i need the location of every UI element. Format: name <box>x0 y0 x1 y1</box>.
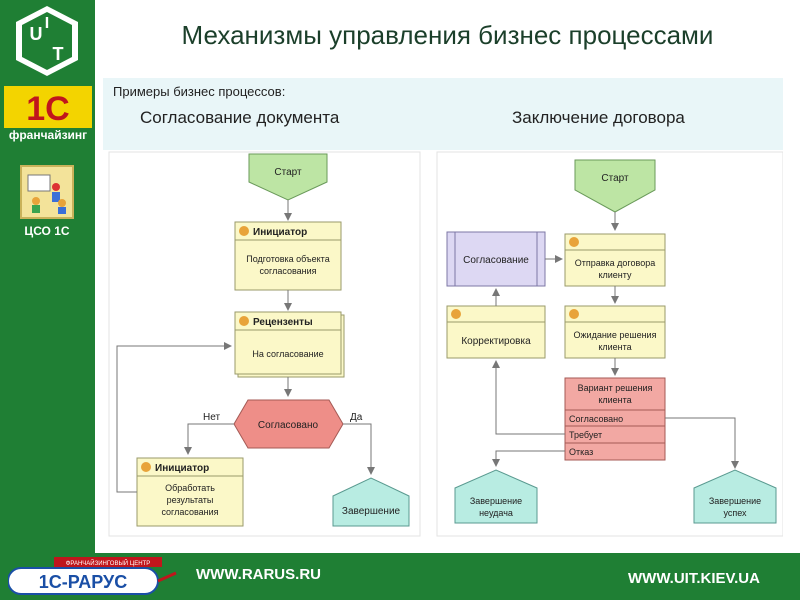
rarus-url-link[interactable]: WWW.RARUS.RU <box>196 566 321 583</box>
option-refusal: Отказ <box>569 447 593 457</box>
svg-text:Отправка договора: Отправка договора <box>575 258 655 268</box>
left-end-node[interactable]: Завершение <box>332 477 410 527</box>
right-diagram-title: Заключение договора <box>512 108 685 127</box>
right-approval-subprocess[interactable]: Согласование <box>446 231 546 287</box>
svg-text:клиента: клиента <box>598 395 631 405</box>
logo-1c: 1С <box>4 86 92 128</box>
svg-text:Инициатор: Инициатор <box>253 227 307 238</box>
option-approved: Согласовано <box>569 414 623 424</box>
svg-text:ФРАНЧАЙЗИНГОВЫЙ ЦЕНТР: ФРАНЧАЙЗИНГОВЫЙ ЦЕНТР <box>66 559 150 567</box>
decision-yes-label: Да <box>350 412 363 423</box>
svg-text:Рецензенты: Рецензенты <box>253 317 313 328</box>
classroom-icon <box>20 165 74 219</box>
user-icon <box>239 226 249 236</box>
svg-text:Завершение: Завершение <box>470 496 522 506</box>
left-initiator-result-task[interactable]: Инициатор Обработать результаты согласов… <box>136 457 244 527</box>
svg-text:Согласовано: Согласовано <box>258 420 319 431</box>
left-start-node[interactable]: Старт <box>248 153 328 201</box>
right-variant-choice[interactable]: Вариант решения клиента Согласовано Треб… <box>564 377 666 461</box>
option-requires: Требует <box>569 430 602 440</box>
right-wait-task[interactable]: Ожидание решения клиента <box>564 305 666 359</box>
uit-url-link[interactable]: WWW.UIT.KIEV.UA <box>628 570 760 587</box>
uit-letter-t: T <box>53 44 64 64</box>
svg-text:Корректировка: Корректировка <box>461 336 531 347</box>
svg-text:Старт: Старт <box>601 173 629 184</box>
right-start-node[interactable]: Старт <box>574 159 656 213</box>
right-end-fail-node[interactable]: Завершение неудача <box>454 469 538 524</box>
svg-text:клиента: клиента <box>598 342 631 352</box>
uit-letter-u: U <box>30 24 43 44</box>
svg-text:результаты: результаты <box>167 495 214 505</box>
process-diagrams: Старт Инициатор Подготовка объекта согла… <box>108 151 783 537</box>
svg-text:1С-РАРУС: 1С-РАРУС <box>39 572 127 592</box>
user-icon <box>451 309 461 319</box>
left-reviewers-task[interactable]: Рецензенты На согласование <box>234 311 345 378</box>
sidebar <box>0 0 95 555</box>
right-send-task[interactable]: Отправка договора клиенту <box>564 233 666 287</box>
decision-no-label: Нет <box>203 412 220 423</box>
svg-text:Подготовка объекта: Подготовка объекта <box>246 254 329 264</box>
right-end-success-node[interactable]: Завершение успех <box>693 469 777 524</box>
svg-text:Старт: Старт <box>274 167 302 178</box>
page-title: Механизмы управления бизнес процессами <box>181 20 714 50</box>
svg-text:На согласование: На согласование <box>252 349 323 359</box>
left-diagram-title: Согласование документа <box>140 108 340 127</box>
user-icon <box>141 462 151 472</box>
svg-text:успех: успех <box>723 508 747 518</box>
svg-text:Обработать: Обработать <box>165 483 215 493</box>
user-icon <box>569 237 579 247</box>
examples-panel <box>103 78 783 150</box>
user-icon <box>239 316 249 326</box>
uit-letter-i: I <box>45 15 49 32</box>
svg-text:Согласование: Согласование <box>463 255 529 266</box>
left-initiator-task[interactable]: Инициатор Подготовка объекта согласовани… <box>234 221 342 291</box>
examples-label: Примеры бизнес процессов: <box>113 84 286 99</box>
user-icon <box>569 309 579 319</box>
svg-text:Ожидание решения: Ожидание решения <box>574 330 657 340</box>
svg-text:согласования: согласования <box>161 507 218 517</box>
svg-text:Завершение: Завершение <box>342 506 401 517</box>
left-decision-node[interactable]: Согласовано <box>233 399 344 449</box>
svg-text:Завершение: Завершение <box>709 496 761 506</box>
svg-text:Инициатор: Инициатор <box>155 463 209 474</box>
svg-text:клиенту: клиенту <box>598 270 632 280</box>
svg-text:согласования: согласования <box>259 266 316 276</box>
svg-text:Вариант решения: Вариант решения <box>578 383 653 393</box>
cso-label: ЦСО 1С <box>24 224 70 238</box>
right-correction-task[interactable]: Корректировка <box>446 305 546 359</box>
uit-logo: U I T <box>16 6 78 76</box>
svg-text:неудача: неудача <box>479 508 513 518</box>
rarus-logo: ФРАНЧАЙЗИНГОВЫЙ ЦЕНТР 1С-РАРУС <box>8 557 177 595</box>
svg-text:1С: 1С <box>26 90 69 128</box>
franchise-label: франчайзинг <box>8 128 88 142</box>
